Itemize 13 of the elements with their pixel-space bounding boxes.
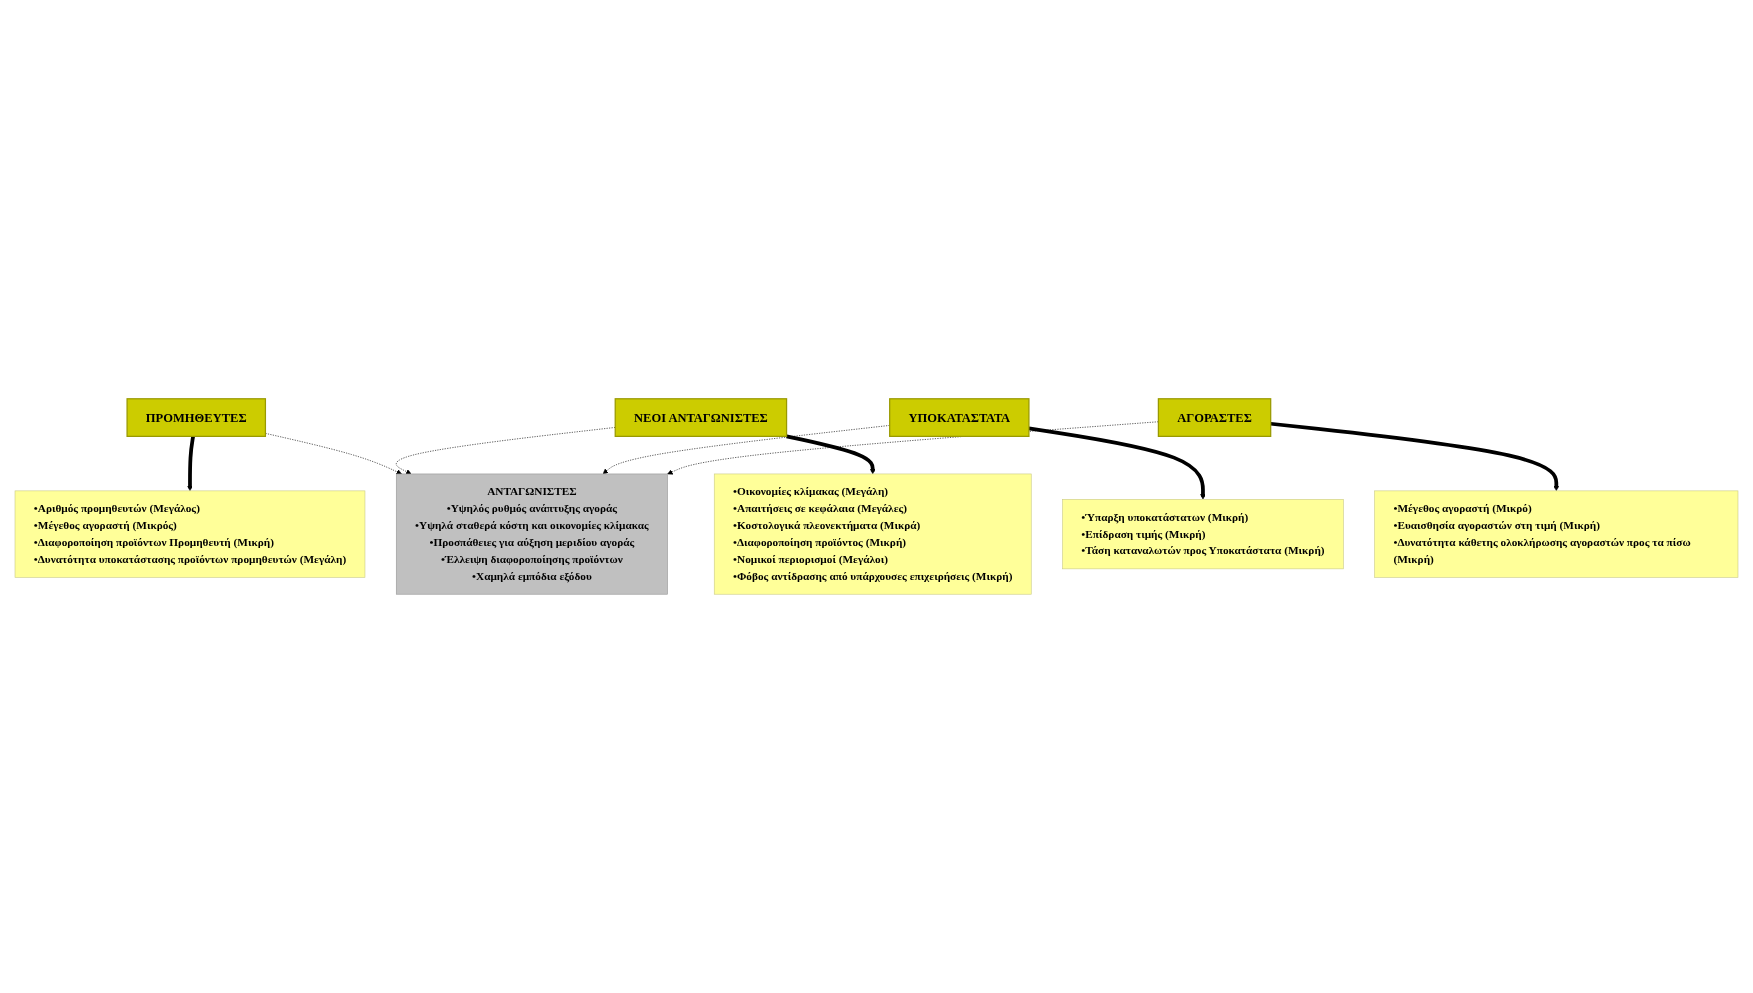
- node-box: •Οικονομίες κλίμακας (Μεγάλη) •Απαιτήσεις σε κεφάλαια (Μεγάλες) •Κοστολογικά πλεονεκτήματα (Μικρά) •Διαφοροποίηση προϊόντος (Μικρή) •Νομικοί περιορισμοί (Μεγάλοι) •Φόβος αντίδρασης από υπάρχουσες επιχειρήσεις (Μικρή): [713, 473, 1032, 595]
- node-box: ΝΕΟΙ ΑΝΤΑΓΩΝΙΣΤΕΣ: [614, 398, 788, 437]
- arrow: [1270, 421, 1560, 492]
- node-box: ΑΝΤΑΓΩΝΙΣΤΕΣ •Υψηλός ρυθμός ανάπτυξης αγοράς •Υψηλά σταθερά κόστη και οικονομίες κλίμακας •Προσπάθειες για αύξηση μεριδίου αγοράς •Έλλειψη διαφοροποίησης προϊόντων •Χαμηλά εμπόδια εξόδου: [395, 473, 668, 595]
- arrow: [1028, 426, 1206, 500]
- node-box: •Αριθμός προμηθευτών (Μεγάλος) •Μέγεθος αγοραστή (Μικρός) •Διαφοροποίηση προϊόντων Προμηθευτή (Μικρή) •Δυνατότητα υποκατάστασης προϊόντων προμηθευτών (Μεγάλη): [14, 490, 366, 578]
- node-box: ΠΡΟΜΗΘΕΥΤΕΣ: [126, 398, 267, 437]
- arrow: [786, 434, 876, 475]
- node-box: ΥΠΟΚΑΤΑΣΤΑΤΑ: [889, 398, 1030, 437]
- node-box: ΑΓΟΡΑΣΤΕΣ: [1157, 398, 1272, 437]
- node-box: •Μέγεθος αγοραστή (Μικρό) •Ευαισθησία αγοραστών στη τιμή (Μικρή) •Δυνατότητα κάθετης ολοκλήρωσης αγοραστών προς τα πίσω (Μικρή): [1374, 490, 1739, 578]
- node-box: •Ύπαρξη υποκατάστατων (Μικρή) •Επίδραση τιμής (Μικρή) •Τάση καταναλωτών προς Υποκατάστατα (Μικρή): [1062, 499, 1344, 570]
- arrow: [187, 436, 195, 492]
